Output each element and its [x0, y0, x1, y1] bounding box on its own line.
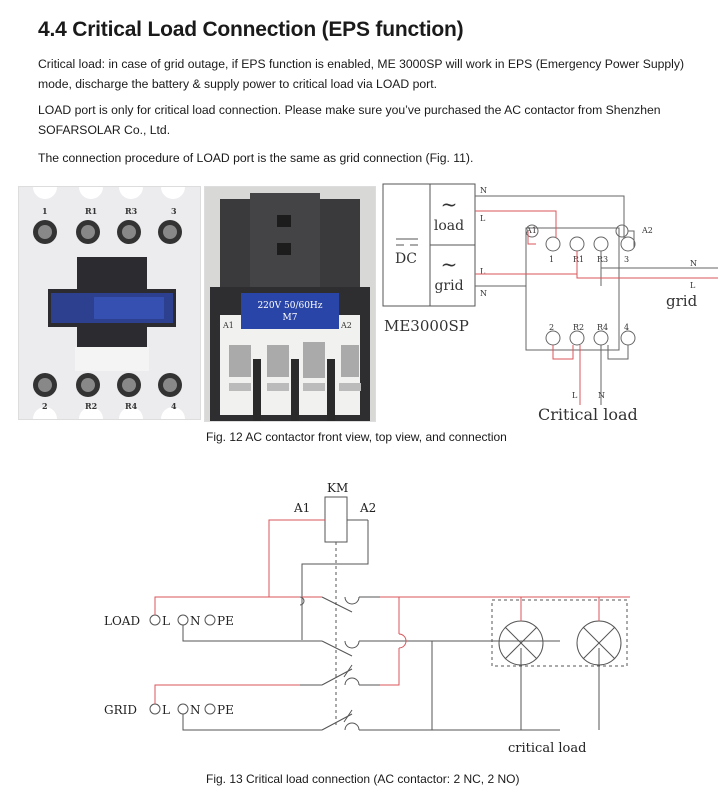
front-terminal-label: 4 — [171, 401, 177, 411]
wire-l-label: L — [480, 214, 486, 223]
model-label: M7 — [283, 313, 298, 323]
diagram-label: L — [690, 281, 696, 290]
critical-load-box — [491, 599, 628, 667]
diagram-label: L — [162, 614, 170, 628]
diagram-label: 4 — [624, 323, 629, 332]
rating-label: 220V 50/60Hz — [257, 301, 322, 311]
grid-l-terminal — [149, 703, 161, 715]
diagram-label: 2 — [549, 323, 554, 332]
ac-tilde-icon: ~ — [441, 192, 458, 216]
diagram-label: N — [190, 614, 201, 628]
grid-pe-terminal — [204, 703, 216, 715]
front-terminal-label: R2 — [85, 401, 97, 411]
diagram-label: 3 — [624, 255, 629, 264]
diagram-label: N — [690, 259, 697, 268]
grid-port-label: GRID — [104, 703, 137, 717]
fig12-caption: Fig. 12 AC contactor front view, top vie… — [206, 430, 507, 444]
km-coil — [324, 496, 348, 543]
diagram-label: PE — [217, 614, 234, 628]
grid-label: grid — [666, 292, 698, 310]
grid-port-label: grid — [434, 278, 463, 294]
inverter-model-label: ME3000SP — [384, 317, 469, 335]
load-n-terminal — [177, 614, 189, 626]
diagram-label: L — [162, 703, 170, 717]
terminal-screws — [33, 220, 182, 397]
diagram-label: R4 — [597, 323, 608, 332]
load-pe-terminal — [204, 614, 216, 626]
coil-a1-label: A1 — [293, 501, 310, 515]
wire-l-label: L — [480, 267, 486, 276]
section-title: 4.4 Critical Load Connection (EPS functi… — [38, 18, 464, 41]
a2-label: A2 — [641, 226, 653, 235]
diagram-label: 1 — [549, 255, 554, 264]
fig12-wiring-diagram: ~ load ~ grid DC ME3000SP N L L N A1 A2 … — [382, 183, 718, 424]
diagram-label: R1 — [573, 255, 584, 264]
front-terminal-label: 3 — [171, 206, 177, 216]
front-terminal-label: R1 — [85, 206, 97, 216]
diagram-label: N — [190, 703, 201, 717]
load-port-label: LOAD — [104, 614, 140, 628]
diagram-label: PE — [217, 703, 234, 717]
coil-a2-label: A2 — [340, 321, 352, 330]
diagram-label: R3 — [597, 255, 608, 264]
contactor-top-view-photo: 220V 50/60Hz M7 A1 A2 — [204, 186, 376, 422]
diagram-label: R2 — [573, 323, 584, 332]
critical-load-label: critical load — [508, 741, 586, 756]
ac-tilde-icon: ~ — [441, 252, 458, 276]
front-terminal-label: R4 — [125, 401, 138, 411]
paragraph-procedure: The connection procedure of LOAD port is… — [38, 151, 474, 165]
diagram-label: L — [572, 391, 578, 400]
paragraph-load-port: LOAD port is only for critical load conn… — [38, 103, 661, 137]
a1-label: A1 — [525, 226, 537, 235]
front-terminal-label: 1 — [42, 206, 48, 216]
coil-a2-label: A2 — [359, 501, 376, 515]
paragraph-critical-load: Critical load: in case of grid outage, i… — [38, 57, 685, 91]
wire-n-label: N — [480, 289, 487, 298]
critical-load-label: Critical load — [538, 405, 638, 424]
dc-label: DC — [395, 251, 417, 267]
fig13-caption: Fig. 13 Critical load connection (AC con… — [206, 772, 520, 786]
load-l-terminal — [149, 614, 161, 626]
contactor-front-view-photo: 1 R1 R3 3 2 R2 R4 4 — [18, 186, 201, 420]
front-terminal-label: 2 — [42, 401, 48, 411]
wire-n-label: N — [480, 186, 487, 195]
front-terminal-label: R3 — [125, 206, 138, 216]
grid-n-terminal — [177, 703, 189, 715]
fig13-schematic: KM A1 A2 LOAD GRID L N PE L N PE critica… — [104, 481, 630, 756]
coil-a1-label: A1 — [222, 321, 234, 330]
km-label: KM — [327, 481, 348, 495]
load-port-label: load — [434, 218, 464, 234]
